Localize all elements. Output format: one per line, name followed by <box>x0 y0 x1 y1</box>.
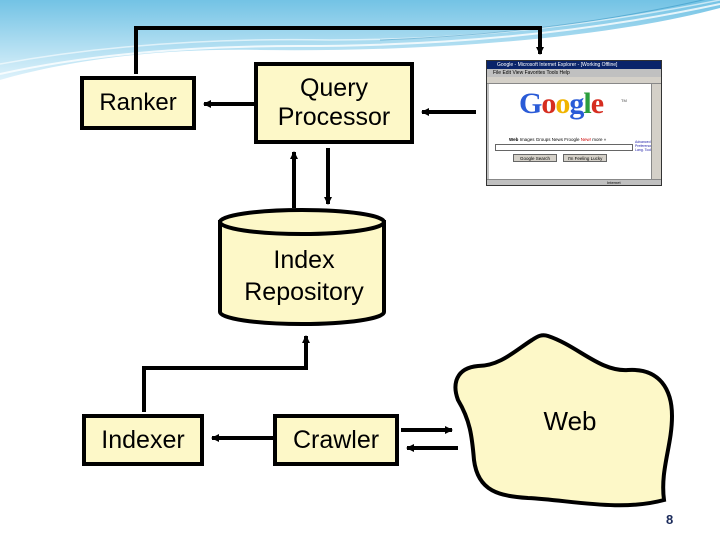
arrow-browser-to-ranker <box>134 26 544 74</box>
search-input[interactable] <box>495 144 633 151</box>
web-label: Web <box>543 406 597 436</box>
browser-window: Google - Microsoft Internet Explorer - [… <box>486 60 662 186</box>
tab-others[interactable]: Images Groups News Froogle <box>519 137 580 142</box>
index-repository-label-line1: Index <box>273 246 335 274</box>
tab-web[interactable]: Web <box>509 137 519 142</box>
query-processor-label-line1: Query <box>299 74 369 103</box>
google-logo: Google <box>519 87 604 120</box>
crawler-label: Crawler <box>292 425 380 454</box>
arrow-indexer-to-repo <box>142 335 310 412</box>
header-wave-decoration <box>0 0 720 80</box>
index-repository-cylinder <box>218 208 386 326</box>
tab-new-badge: New! <box>580 137 591 142</box>
indexer-label: Indexer <box>101 425 185 454</box>
crawler-box: Crawler <box>273 414 399 466</box>
query-processor-label-line2: Processor <box>277 103 391 131</box>
tab-more[interactable]: more » <box>592 137 607 142</box>
browser-statusbar: Internet <box>487 179 661 185</box>
index-repository-label: Index Repository <box>222 244 386 308</box>
query-processor-box: Query Processor <box>254 62 414 144</box>
index-repository-label-line2: Repository <box>244 278 364 306</box>
connectors <box>134 26 544 452</box>
logo-trademark: TM <box>621 98 627 103</box>
search-tabs: Web Images Groups News Froogle New! more… <box>509 137 606 142</box>
ranker-box: Ranker <box>80 76 196 130</box>
browser-scrollbar[interactable] <box>651 84 661 180</box>
browser-toolbar <box>487 77 661 84</box>
ranker-label: Ranker <box>99 89 177 117</box>
feeling-lucky-button[interactable]: I'm Feeling Lucky <box>563 154 607 162</box>
indexer-box: Indexer <box>82 414 204 466</box>
browser-titlebar: Google - Microsoft Internet Explorer - [… <box>487 61 661 69</box>
google-search-button[interactable]: Google Search <box>513 154 557 162</box>
browser-menubar: File Edit View Favorites Tools Help <box>493 70 570 76</box>
web-cloud-shape <box>453 333 675 508</box>
browser-content: Google TM Web Images Groups News Froogle… <box>489 84 654 180</box>
page-number: 8 <box>666 512 674 527</box>
